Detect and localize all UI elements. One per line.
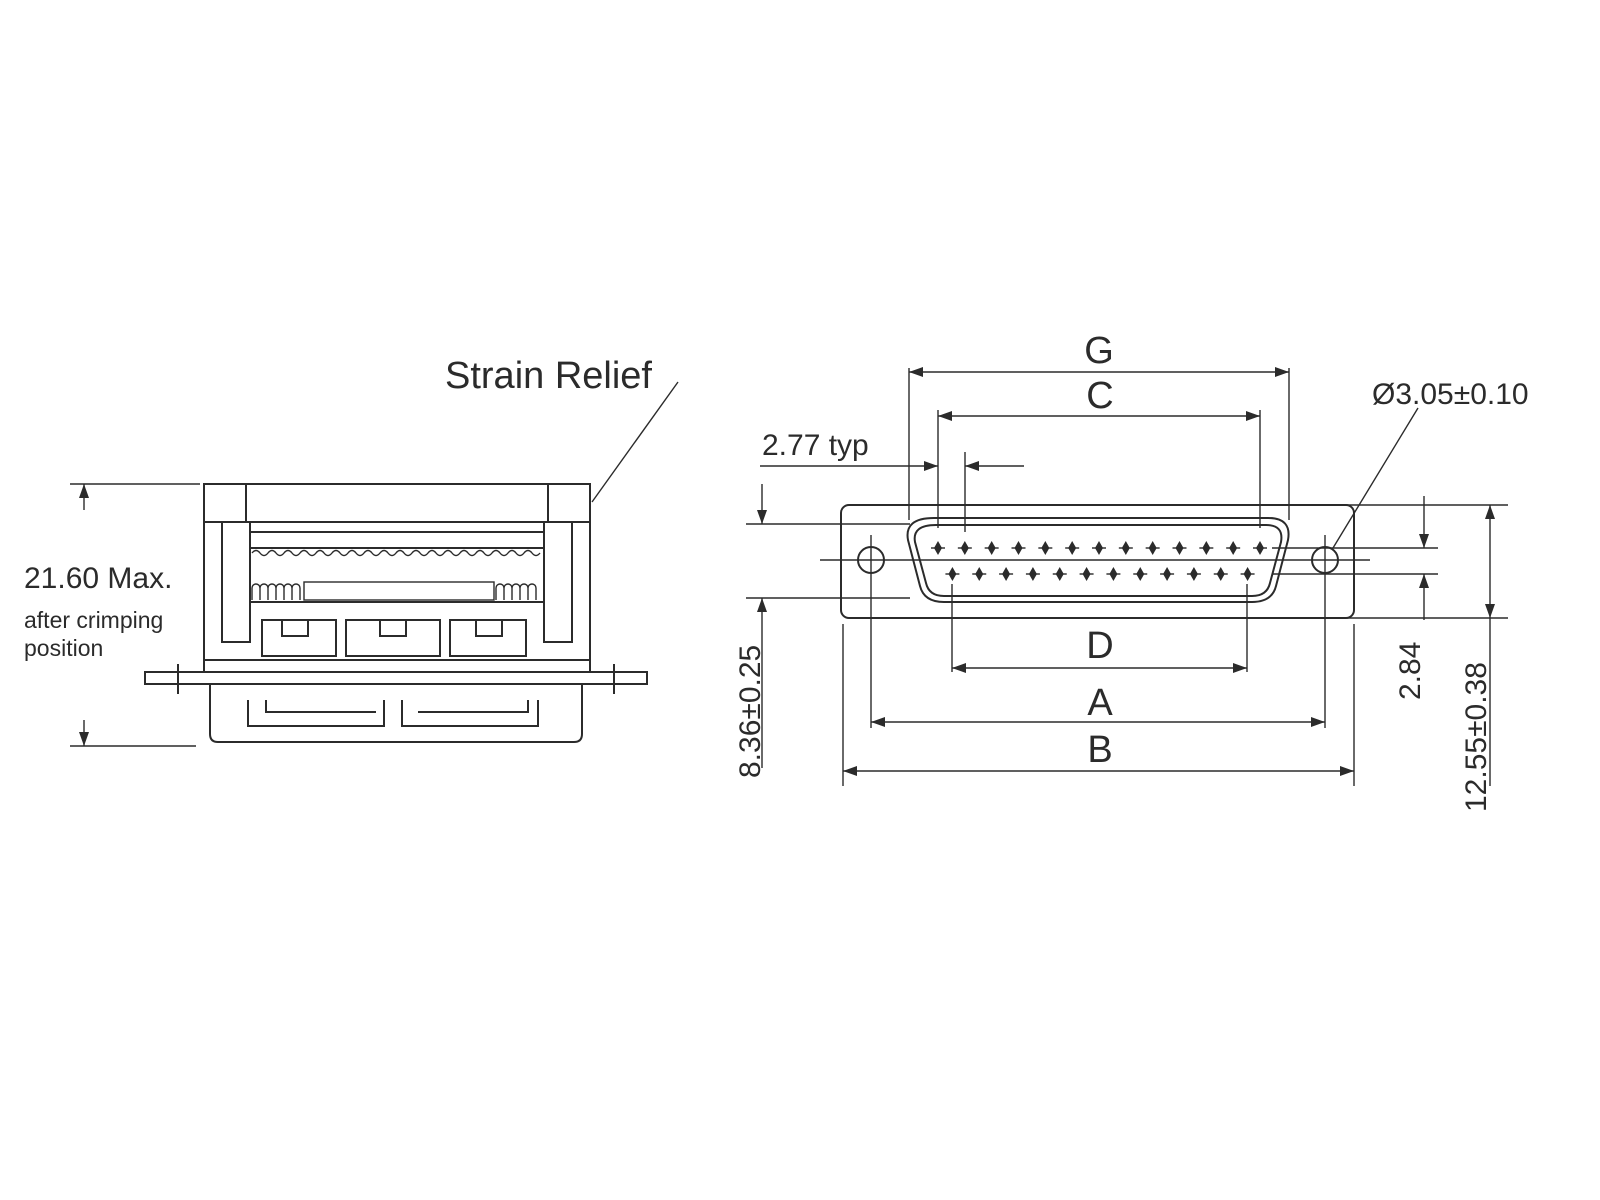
- right-latch: [543, 521, 573, 643]
- insulation-bar: [303, 581, 495, 601]
- hole-diameter-label: Ø3.05±0.10: [1372, 378, 1529, 411]
- window-2: [345, 619, 441, 657]
- front-flange: [840, 504, 1355, 619]
- flange: [144, 671, 648, 685]
- shell: [209, 684, 583, 743]
- left-latch: [221, 521, 251, 643]
- pin-field: [931, 541, 1267, 581]
- row-spacing-label: 2.84: [1394, 642, 1427, 700]
- height-note-line1: after crimping: [24, 607, 163, 633]
- window-3: [449, 619, 527, 657]
- contact-springs-right: [495, 583, 537, 600]
- cap-left-tab: [203, 483, 247, 523]
- d-shell-inner: [913, 524, 1283, 597]
- dim-label-d: D: [1086, 625, 1113, 667]
- overall-height-label: 12.55±0.38: [1460, 662, 1493, 812]
- dim-label-a: A: [1087, 682, 1113, 724]
- strain-relief-label: Strain Relief: [445, 355, 652, 397]
- front-view: G C D A B 2.77 typ Ø3.05±0.10 8.36±0.25 …: [734, 330, 1529, 812]
- side-view: Strain Relief 21.60 Max. after crimping …: [24, 355, 679, 747]
- strain-relief-cap: [203, 483, 591, 523]
- cable-wave: [251, 549, 541, 557]
- d-shell-outer: [906, 517, 1290, 603]
- cap-right-tab: [547, 483, 591, 523]
- dim-label-c: C: [1086, 375, 1113, 417]
- dim-label-g: G: [1084, 330, 1114, 372]
- height-note-line2: position: [24, 635, 103, 661]
- height-label: 21.60 Max.: [24, 562, 172, 595]
- contact-springs-left: [251, 583, 301, 600]
- window-1: [261, 619, 337, 657]
- flange-height-label: 8.36±0.25: [734, 645, 767, 778]
- body-frame: [203, 521, 591, 661]
- pitch-label: 2.77 typ: [762, 429, 869, 462]
- dim-label-b: B: [1087, 729, 1112, 771]
- strain-relief-leader: [591, 381, 679, 503]
- hole-leader: [1332, 407, 1419, 549]
